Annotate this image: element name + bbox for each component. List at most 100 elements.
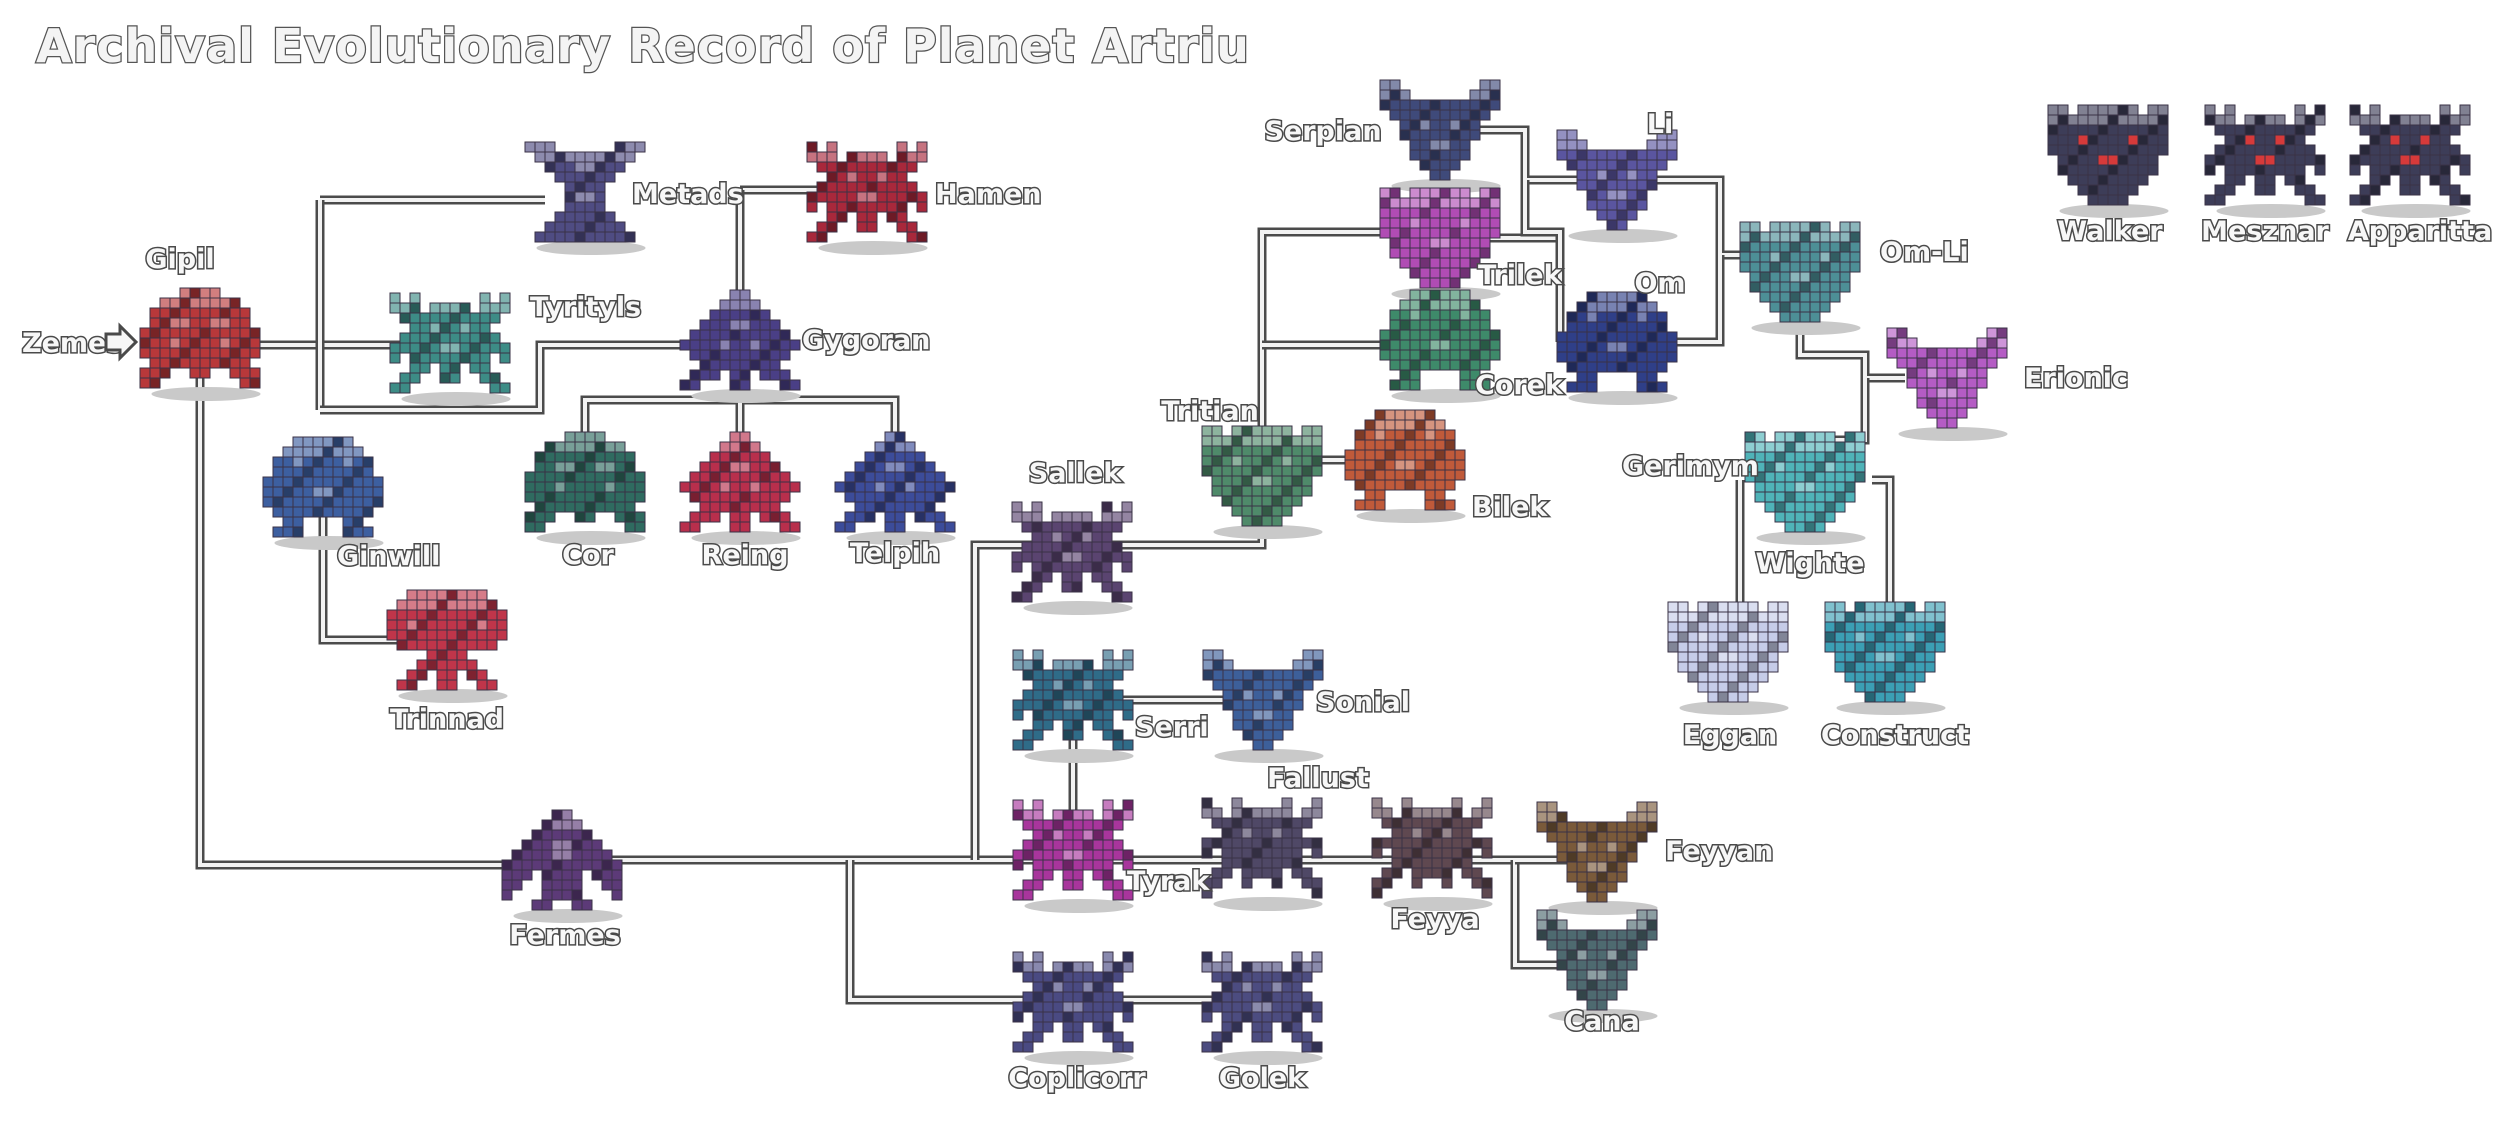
sprite-pixel: [1627, 160, 1637, 170]
sprite-pixel: [897, 172, 907, 182]
sprite-pixel: [750, 340, 760, 350]
sprite-pixel: [1450, 340, 1460, 350]
sprite-pixel: [1557, 950, 1567, 960]
sprite-pixel: [2118, 145, 2128, 155]
sprite-pixel: [200, 348, 210, 358]
sprite-pixel: [1800, 232, 1810, 242]
sprite-pixel: [1432, 838, 1442, 848]
sprite-pixel: [1987, 328, 1997, 338]
sprite-pixel: [283, 477, 293, 487]
sprite-pixel: [1835, 442, 1845, 452]
sprite-pixel: [740, 370, 750, 380]
sprite-pixel: [585, 172, 595, 182]
creature-shadow: [1898, 427, 2007, 441]
sprite-pixel: [1987, 338, 1997, 348]
sprite-pixel: [1303, 660, 1313, 670]
sprite-pixel: [1093, 860, 1103, 870]
sprite-pixel: [1480, 90, 1490, 100]
sprite-pixel: [1430, 100, 1440, 110]
sprite-pixel: [1102, 562, 1112, 572]
sprite-pixel: [700, 330, 710, 340]
sprite-pixel: [1835, 502, 1845, 512]
sprite-pixel: [1043, 690, 1053, 700]
sprite-pixel: [562, 880, 572, 890]
sprite-pixel: [2128, 125, 2138, 135]
sprite-pixel: [1243, 680, 1253, 690]
sprite-pixel: [1452, 838, 1462, 848]
sprite-pixel: [2460, 155, 2470, 165]
sprite-pixel: [2088, 135, 2098, 145]
sprite-pixel: [1460, 208, 1470, 218]
sprite-pixel: [720, 350, 730, 360]
sprite-pixel: [1253, 730, 1263, 740]
sprite-pixel: [2400, 115, 2410, 125]
creature-shadow: [398, 689, 507, 703]
sprite-pixel: [502, 870, 512, 880]
sprite-pixel: [343, 517, 353, 527]
sprite-pixel: [595, 432, 605, 442]
sprite-pixel: [905, 492, 915, 502]
sprite-pixel: [1678, 632, 1688, 642]
sprite-pixel: [1597, 892, 1607, 902]
sprite-pixel: [1845, 652, 1855, 662]
sprite-pixel: [1242, 868, 1252, 878]
sprite-pixel: [1567, 382, 1577, 392]
sprite-pixel: [1768, 602, 1778, 612]
sprite-pixel: [1760, 252, 1770, 262]
sprite-pixel: [817, 192, 827, 202]
sprite-pixel: [1083, 1012, 1093, 1022]
sprite-pixel: [582, 900, 592, 910]
sprite-pixel: [1885, 682, 1895, 692]
sprite-pixel: [397, 620, 407, 630]
sprite-pixel: [2108, 125, 2118, 135]
sprite-pixel: [1242, 456, 1252, 466]
sprite-pixel: [565, 162, 575, 172]
sprite-pixel: [1718, 672, 1728, 682]
sprite-pixel: [1033, 650, 1043, 660]
sprite-pixel: [1385, 420, 1395, 430]
sprite-pixel: [1390, 218, 1400, 228]
sprite-pixel: [1440, 300, 1450, 310]
sprite-pixel: [1607, 980, 1617, 990]
sprite-pixel: [1850, 242, 1860, 252]
sprite-pixel: [1765, 452, 1775, 462]
sprite-pixel: [160, 358, 170, 368]
sprite-pixel: [1073, 1002, 1083, 1012]
sprite-pixel: [827, 202, 837, 212]
sprite-pixel: [1093, 720, 1103, 730]
sprite-pixel: [1420, 150, 1430, 160]
sprite-pixel: [525, 472, 535, 482]
sprite-pixel: [535, 512, 545, 522]
sprite-pixel: [1637, 332, 1647, 342]
sprite-pixel: [1043, 972, 1053, 982]
sprite-pixel: [1977, 368, 1987, 378]
sprite-pixel: [1895, 682, 1905, 692]
sprite-pixel: [1430, 310, 1440, 320]
sprite-pixel: [1113, 840, 1123, 850]
sprite-pixel: [1435, 430, 1445, 440]
sprite-pixel: [1233, 670, 1243, 680]
sprite-pixel: [1567, 362, 1577, 372]
sprite-pixel: [2048, 125, 2058, 135]
sprite-pixel: [2430, 135, 2440, 145]
sprite-pixel: [1490, 100, 1500, 110]
sprite-pixel: [1490, 198, 1500, 208]
sprite-pixel: [582, 830, 592, 840]
sprite-pixel: [760, 340, 770, 350]
sprite-pixel: [1083, 660, 1093, 670]
sprite-pixel: [1103, 670, 1113, 680]
sprite-pixel: [770, 482, 780, 492]
sprite-pixel: [490, 383, 500, 393]
sprite-pixel: [1738, 632, 1748, 642]
sprite-pixel: [1607, 822, 1617, 832]
sprite-pixel: [1440, 330, 1450, 340]
sprite-pixel: [1272, 446, 1282, 456]
sprite-pixel: [1668, 602, 1678, 612]
sprite-pixel: [1775, 432, 1785, 442]
sprite-pixel: [293, 467, 303, 477]
sprite-pixel: [602, 850, 612, 860]
sprite-pixel: [535, 522, 545, 532]
sprite-pixel: [1865, 652, 1875, 662]
sprite-pixel: [2440, 105, 2450, 115]
sprite-pixel: [1023, 690, 1033, 700]
